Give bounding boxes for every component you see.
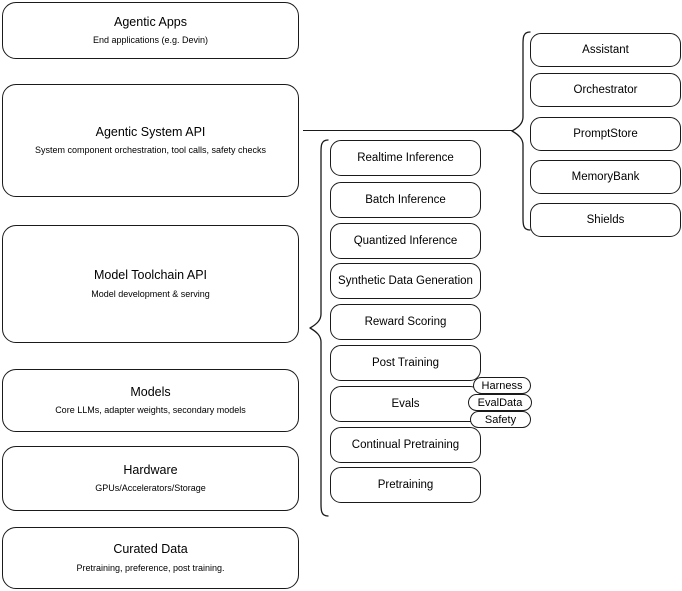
layer-subtitle: System component orchestration, tool cal… [34, 145, 267, 156]
layer-card-agentic-system-api[interactable]: Agentic System API System component orch… [2, 84, 299, 197]
layer-subtitle: Model development & serving [91, 288, 210, 299]
eval-badge-harness[interactable]: Harness [473, 377, 531, 394]
connector-line-agentic-system-api [303, 130, 513, 132]
brace-toolchain [309, 139, 329, 517]
toolchain-chip-reward-scoring[interactable]: Reward Scoring [330, 304, 481, 340]
chip-label: Assistant [582, 43, 629, 56]
agentic-chip-memorybank[interactable]: MemoryBank [530, 160, 681, 194]
layer-card-models[interactable]: Models Core LLMs, adapter weights, secon… [2, 369, 299, 432]
layer-subtitle: Pretraining, preference, post training. [76, 562, 225, 573]
toolchain-chip-evals[interactable]: Evals [330, 386, 481, 422]
layer-subtitle: End applications (e.g. Devin) [92, 35, 209, 46]
toolchain-chip-quantized-inference[interactable]: Quantized Inference [330, 223, 481, 259]
chip-label: Post Training [371, 356, 440, 369]
chip-label: Orchestrator [573, 83, 638, 96]
chip-label: Reward Scoring [364, 315, 447, 328]
toolchain-chip-realtime-inference[interactable]: Realtime Inference [330, 140, 481, 176]
toolchain-chip-continual-pretraining[interactable]: Continual Pretraining [330, 427, 481, 463]
chip-label: Synthetic Data Generation [338, 274, 473, 287]
chip-label: MemoryBank [571, 170, 640, 183]
layer-title: Agentic Apps [114, 14, 187, 29]
chip-label: PromptStore [573, 127, 638, 140]
chip-label: Evals [391, 397, 420, 410]
layer-title: Model Toolchain API [93, 268, 208, 283]
layer-subtitle: Core LLMs, adapter weights, secondary mo… [55, 405, 246, 416]
layer-title: Curated Data [113, 542, 188, 557]
toolchain-chip-post-training[interactable]: Post Training [330, 345, 481, 381]
agentic-chip-shields[interactable]: Shields [530, 203, 681, 237]
layer-card-hardware[interactable]: Hardware GPUs/Accelerators/Storage [2, 446, 299, 511]
layer-subtitle: GPUs/Accelerators/Storage [95, 483, 206, 494]
layer-title: Models [130, 384, 171, 399]
chip-label: Realtime Inference [357, 151, 454, 164]
toolchain-chip-pretraining[interactable]: Pretraining [330, 467, 481, 503]
agentic-chip-orchestrator[interactable]: Orchestrator [530, 73, 681, 107]
chip-label: Pretraining [377, 478, 434, 491]
layer-title: Agentic System API [95, 124, 206, 139]
chip-label: Batch Inference [365, 193, 446, 206]
chip-label: Quantized Inference [353, 234, 458, 247]
layer-card-agentic-apps[interactable]: Agentic Apps End applications (e.g. Devi… [2, 2, 299, 59]
chip-label: Shields [586, 213, 625, 226]
toolchain-chip-batch-inference[interactable]: Batch Inference [330, 182, 481, 218]
layer-card-curated-data[interactable]: Curated Data Pretraining, preference, po… [2, 527, 299, 589]
toolchain-chip-synthetic-data-generation[interactable]: Synthetic Data Generation [330, 263, 481, 299]
layer-card-model-toolchain-api[interactable]: Model Toolchain API Model development & … [2, 225, 299, 343]
layer-title: Hardware [123, 462, 178, 477]
eval-badge-safety[interactable]: Safety [470, 411, 531, 428]
chip-label: Continual Pretraining [351, 438, 460, 451]
brace-agentic [511, 31, 531, 231]
agentic-chip-promptstore[interactable]: PromptStore [530, 117, 681, 151]
agentic-chip-assistant[interactable]: Assistant [530, 33, 681, 67]
eval-badge-evaldata[interactable]: EvalData [468, 394, 532, 411]
